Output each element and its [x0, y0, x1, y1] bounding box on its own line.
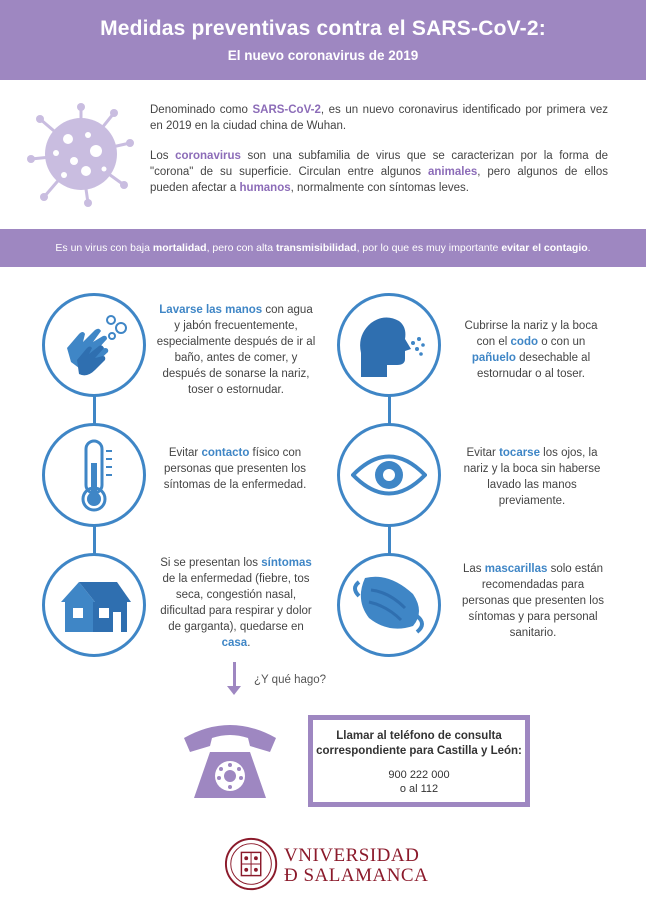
tip-text: Si se presentan los: [160, 557, 262, 569]
tip-text: .: [247, 637, 251, 649]
banner-bold: evitar el contagio: [501, 242, 588, 254]
university-seal-icon: [224, 837, 278, 891]
arrow-stem: [233, 662, 236, 688]
highlight-coronavirus: coronavirus: [175, 150, 241, 162]
logo-line-2: Ð SALAMANCA: [284, 865, 429, 886]
tip-text: de la enfermedad (fiebre, tos seca, cong…: [160, 573, 312, 633]
tip-highlight: Lavarse las manos: [159, 304, 263, 316]
page-subtitle: El nuevo coronavirus de 2019: [227, 48, 419, 63]
tip-text: Cubrirse la nariz y la boca con el: [464, 320, 598, 348]
tip-symptoms: Si se presentan los síntomas de la enfer…: [158, 555, 314, 651]
eye-icon: [351, 454, 427, 496]
tip-text: físico con personas que presenten los sí…: [163, 447, 307, 491]
hands-circle: [42, 293, 146, 397]
tip-text: los ojos, la nariz y la boca sin haberse…: [463, 447, 601, 507]
tip-text: Evitar: [168, 447, 202, 459]
intro-text-span: , es un nuevo coronavirus identificado p…: [150, 104, 608, 132]
tip-highlight: casa: [221, 637, 248, 649]
tip-masks: Las mascarillas solo están recomendadas …: [460, 561, 606, 641]
sneeze-circle: [337, 293, 441, 397]
house-circle: [42, 553, 146, 657]
tip-text: Las: [462, 563, 485, 575]
banner-text: Es un virus con baja: [55, 242, 153, 254]
tip-cover: Cubrirse la nariz y la boca con el codo …: [456, 318, 606, 382]
university-logo-text: VNIVERSIDAD Ð SALAMANCA: [284, 846, 428, 886]
intro-text-span: , pero algunos de ellos pueden afectar a: [150, 166, 608, 194]
intro-paragraph-2: Los coronavirus son una subfamilia de vi…: [150, 148, 608, 196]
tip-highlight: síntomas: [261, 557, 312, 569]
hands-washing-icon: [67, 315, 127, 376]
tip-highlight: pañuelo: [471, 352, 516, 364]
tip-contact: Evitar contacto físico con personas que …: [160, 445, 310, 493]
call-info-box: Llamar al teléfono de consulta correspon…: [308, 715, 530, 807]
sneeze-icon: [360, 317, 425, 377]
call-number[interactable]: 900 222 000: [388, 769, 450, 781]
tip-touch: Evitar tocarse los ojos, la nariz y la b…: [462, 445, 602, 509]
banner-bold: mortalidad: [152, 242, 207, 254]
tip-text: o con un: [538, 336, 586, 348]
intro-text-span: son una subfamilia de virus que se carac…: [150, 150, 608, 178]
virus-icon: [27, 103, 134, 207]
call-alt-number[interactable]: o al 112: [399, 783, 439, 795]
tip-text: con agua y jabón frecuentemente, especia…: [156, 304, 316, 396]
banner-text: , pero con alta: [206, 242, 277, 254]
banner-bold: transmisibilidad: [276, 242, 357, 254]
highlight-sars: SARS-CoV-2: [252, 104, 321, 116]
tip-text: Evitar: [466, 447, 500, 459]
highlight-humanos: humanos: [239, 182, 291, 194]
tip-highlight: tocarse: [499, 447, 540, 459]
page-title: Medidas preventivas contra el SARS-CoV-2…: [100, 17, 546, 40]
mask-circle: [337, 553, 441, 657]
phone-icon: [184, 725, 276, 798]
intro-text-span: Los: [150, 150, 176, 162]
tip-text: solo están recomendadas para personas qu…: [462, 563, 604, 639]
tip-highlight: contacto: [201, 447, 250, 459]
call-title: Llamar al teléfono de consulta correspon…: [316, 730, 522, 757]
intro-text-span: Denominado como: [150, 104, 253, 116]
intro-text: Denominado como SARS-CoV-2, es un nuevo …: [150, 102, 608, 210]
intro-paragraph-1: Denominado como SARS-CoV-2, es un nuevo …: [150, 102, 608, 134]
header-banner: Medidas preventivas contra el SARS-CoV-2…: [0, 0, 646, 80]
eye-circle: [337, 423, 441, 527]
highlight-animales: animales: [428, 166, 478, 178]
house-icon: [61, 582, 131, 632]
tip-hands: Lavarse las manos con agua y jabón frecu…: [156, 302, 316, 398]
tip-highlight: codo: [510, 336, 539, 348]
thermometer-icon: [81, 439, 112, 512]
thermometer-circle: [42, 423, 146, 527]
question-text: ¿Y qué hago?: [254, 674, 327, 686]
tip-highlight: mascarillas: [484, 563, 548, 575]
tip-text: desechable al estornudar o al toser.: [476, 352, 591, 380]
arrow-down-icon: [227, 686, 241, 695]
logo-line-1: VNIVERSIDAD: [284, 845, 420, 866]
intro-text-span: , normalmente con síntomas leves.: [290, 182, 469, 194]
banner-text: .: [587, 242, 591, 254]
banner-text: , por lo que es muy importante: [356, 242, 502, 254]
mask-icon: [353, 576, 424, 634]
transmission-banner: Es un virus con baja mortalidad, pero co…: [0, 229, 646, 267]
